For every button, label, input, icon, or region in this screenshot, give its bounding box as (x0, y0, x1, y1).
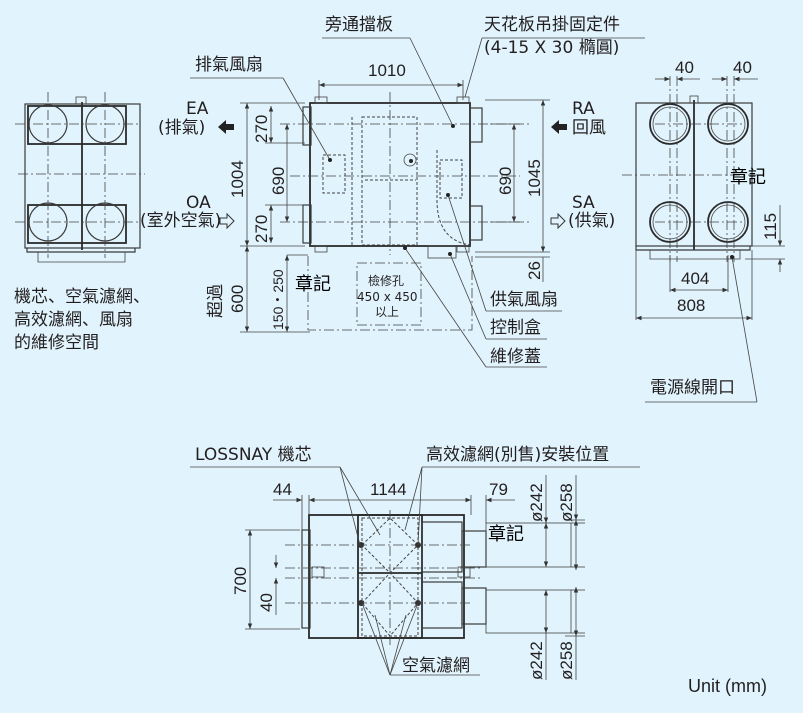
dim-right-offset: 79 (489, 480, 508, 499)
ea-arrow-icon (218, 120, 234, 134)
ra-label: RA (572, 99, 595, 119)
dim-duct-bottom: 115 (761, 213, 780, 240)
dim-height: 700 (231, 567, 250, 595)
dim-duct-outer-top: ø258 (557, 483, 576, 522)
bypass-damper-label: 旁通擋板 (325, 15, 393, 35)
hepa-filter-label: 高效濾網(別售)安裝位置 (426, 445, 609, 465)
air-filter-label: 空氣濾網 (402, 656, 470, 676)
control-box-label: 控制盒 (490, 318, 541, 338)
dim-height-left: 1004 (228, 160, 247, 198)
dim-inner-width: 404 (681, 269, 709, 288)
dim-height-right: 1045 (525, 159, 544, 197)
ra-arrow-icon (551, 120, 567, 134)
ceiling-hanger-spec: (4-15 X 30 橢圓) (484, 38, 619, 58)
maintenance-note-line1: 機芯、空氣濾網、 (14, 287, 150, 307)
ea-label: EA (186, 99, 209, 119)
stamp-mark-right: 章記 (730, 167, 766, 188)
front-view-body (285, 510, 572, 645)
dim-offset-right: 40 (733, 58, 752, 77)
dim-length: 1144 (370, 480, 407, 499)
inspection-hole-line3: 以上 (375, 305, 399, 319)
dim-clearance-range: 150・250 (270, 269, 286, 330)
dim-center-gap: 40 (257, 593, 276, 612)
dim-bottom-duct: 270 (252, 215, 271, 243)
power-opening-label: 電源線開口 (650, 378, 735, 398)
lossnay-core-label: LOSSNAY 機芯 (195, 445, 312, 465)
ea-sub-label: (排氣) (158, 118, 205, 138)
dim-middle-left: 690 (269, 167, 288, 195)
unit-label: Unit (mm) (688, 676, 767, 696)
dim-clearance: 600 (228, 285, 247, 313)
stamp-mark-top: 章記 (295, 274, 331, 295)
dim-middle-right: 690 (496, 167, 515, 195)
sa-label: SA (572, 193, 595, 213)
sa-sub-label: (供氣) (568, 211, 615, 231)
maintenance-note-line3: 的維修空間 (14, 333, 99, 353)
stamp-mark-bottom: 章記 (488, 524, 524, 545)
dim-duct-outer-bottom: ø258 (557, 641, 576, 680)
maintenance-cover-label: 維修蓋 (490, 347, 541, 367)
top-view-body (280, 92, 530, 331)
dim-duct-inner-bottom: ø242 (527, 641, 546, 680)
dim-left-offset: 44 (273, 480, 292, 499)
maintenance-note-line2: 高效濾網、風扇 (14, 310, 133, 330)
dim-width: 1010 (368, 61, 406, 80)
sa-arrow-icon (550, 212, 566, 230)
oa-arrow-icon (219, 212, 235, 230)
inspection-hole-line2: 450 x 450 (357, 290, 418, 304)
supply-fan-label: 供氣風扇 (490, 290, 558, 310)
left-end-view (15, 92, 145, 263)
ra-sub-label: 回風 (572, 118, 606, 138)
oa-label: OA (186, 193, 211, 213)
exhaust-fan-label: 排氣風扇 (195, 55, 263, 75)
inspection-hole-line1: 檢修孔 (368, 273, 404, 288)
dim-bottom-offset: 26 (525, 261, 544, 280)
right-end-view (622, 76, 762, 262)
over-label: 超過 (206, 284, 226, 318)
ceiling-hanger-label: 天花板吊掛固定件 (484, 15, 620, 35)
dim-top-duct: 270 (252, 115, 271, 143)
oa-sub-label: (室外空氣) (140, 211, 221, 231)
dim-duct-inner-top: ø242 (527, 483, 546, 522)
dim-total-width: 808 (677, 296, 705, 315)
dim-offset-left: 40 (675, 58, 694, 77)
